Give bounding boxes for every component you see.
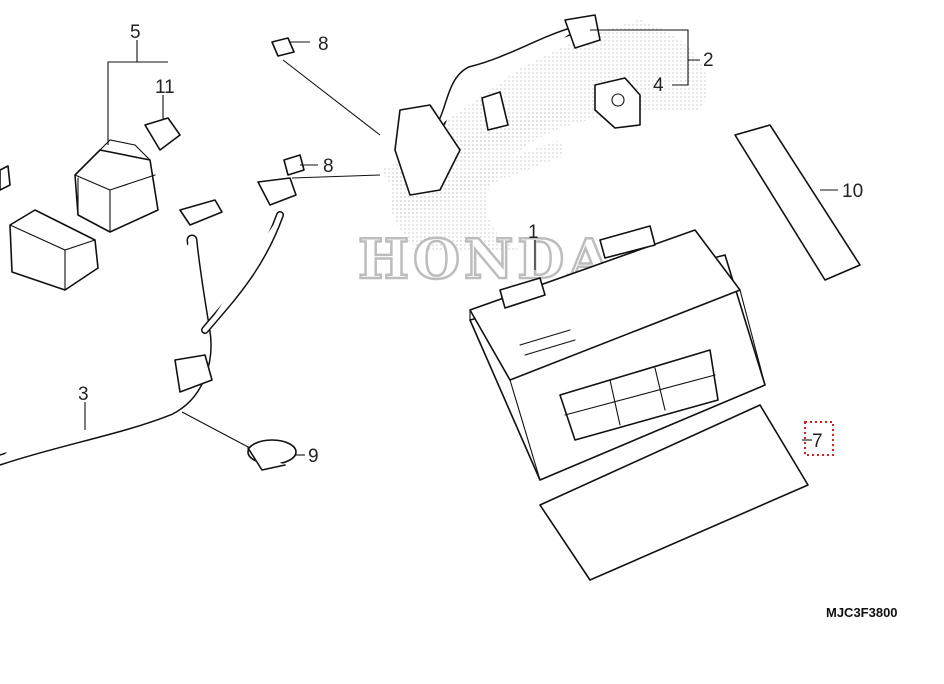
- relay-assembly: [0, 117, 181, 291]
- callout-9: 9: [308, 446, 319, 467]
- battery-terminal-left: [499, 277, 546, 309]
- wire-harness: [0, 177, 297, 466]
- harness-terminal-b: [257, 177, 297, 206]
- harness-sleeve: [174, 354, 213, 393]
- terminal-cover: [594, 77, 641, 129]
- battery-strap: [734, 124, 861, 281]
- battery-mat-shape: [539, 404, 809, 581]
- bolt-upper: [271, 37, 295, 57]
- left-relay-box: [9, 209, 99, 291]
- left-connector-stub: [0, 165, 11, 191]
- battery-terminal-right: [599, 225, 656, 259]
- cable-holder: [394, 104, 461, 196]
- callout-11: 11: [155, 77, 175, 98]
- battery: [469, 225, 766, 481]
- battery-mat: [0, 0, 1, 1]
- callout-3: 3: [78, 384, 89, 405]
- harness-clamp: [181, 411, 297, 471]
- callout-4: 4: [653, 75, 664, 96]
- callout-2: 2: [703, 50, 714, 71]
- callout-10: 10: [842, 181, 863, 202]
- cable-connector: [481, 91, 509, 131]
- wing-feather-2: [390, 140, 565, 220]
- callout-8-lower: 8: [323, 156, 334, 177]
- callout-5: 5: [130, 22, 141, 43]
- cable-eyelet: [564, 14, 601, 49]
- leader-lines: [84, 29, 838, 456]
- harness-terminal-a: [179, 199, 223, 226]
- callout-7-highlight: [804, 421, 834, 456]
- callout-7: 7: [812, 431, 823, 452]
- battery-cable: [394, 14, 641, 196]
- drawing-code: MJC3F3800: [826, 605, 898, 620]
- callouts: 5 11 8 8 2 4 1 10 3 9 7: [78, 22, 863, 467]
- callout-1: 1: [528, 222, 539, 243]
- bolts: [271, 37, 381, 179]
- starter-relay: [74, 149, 159, 233]
- relay-connector: [144, 117, 181, 151]
- bolt-lower: [283, 154, 305, 176]
- callout-8-upper: 8: [318, 34, 329, 55]
